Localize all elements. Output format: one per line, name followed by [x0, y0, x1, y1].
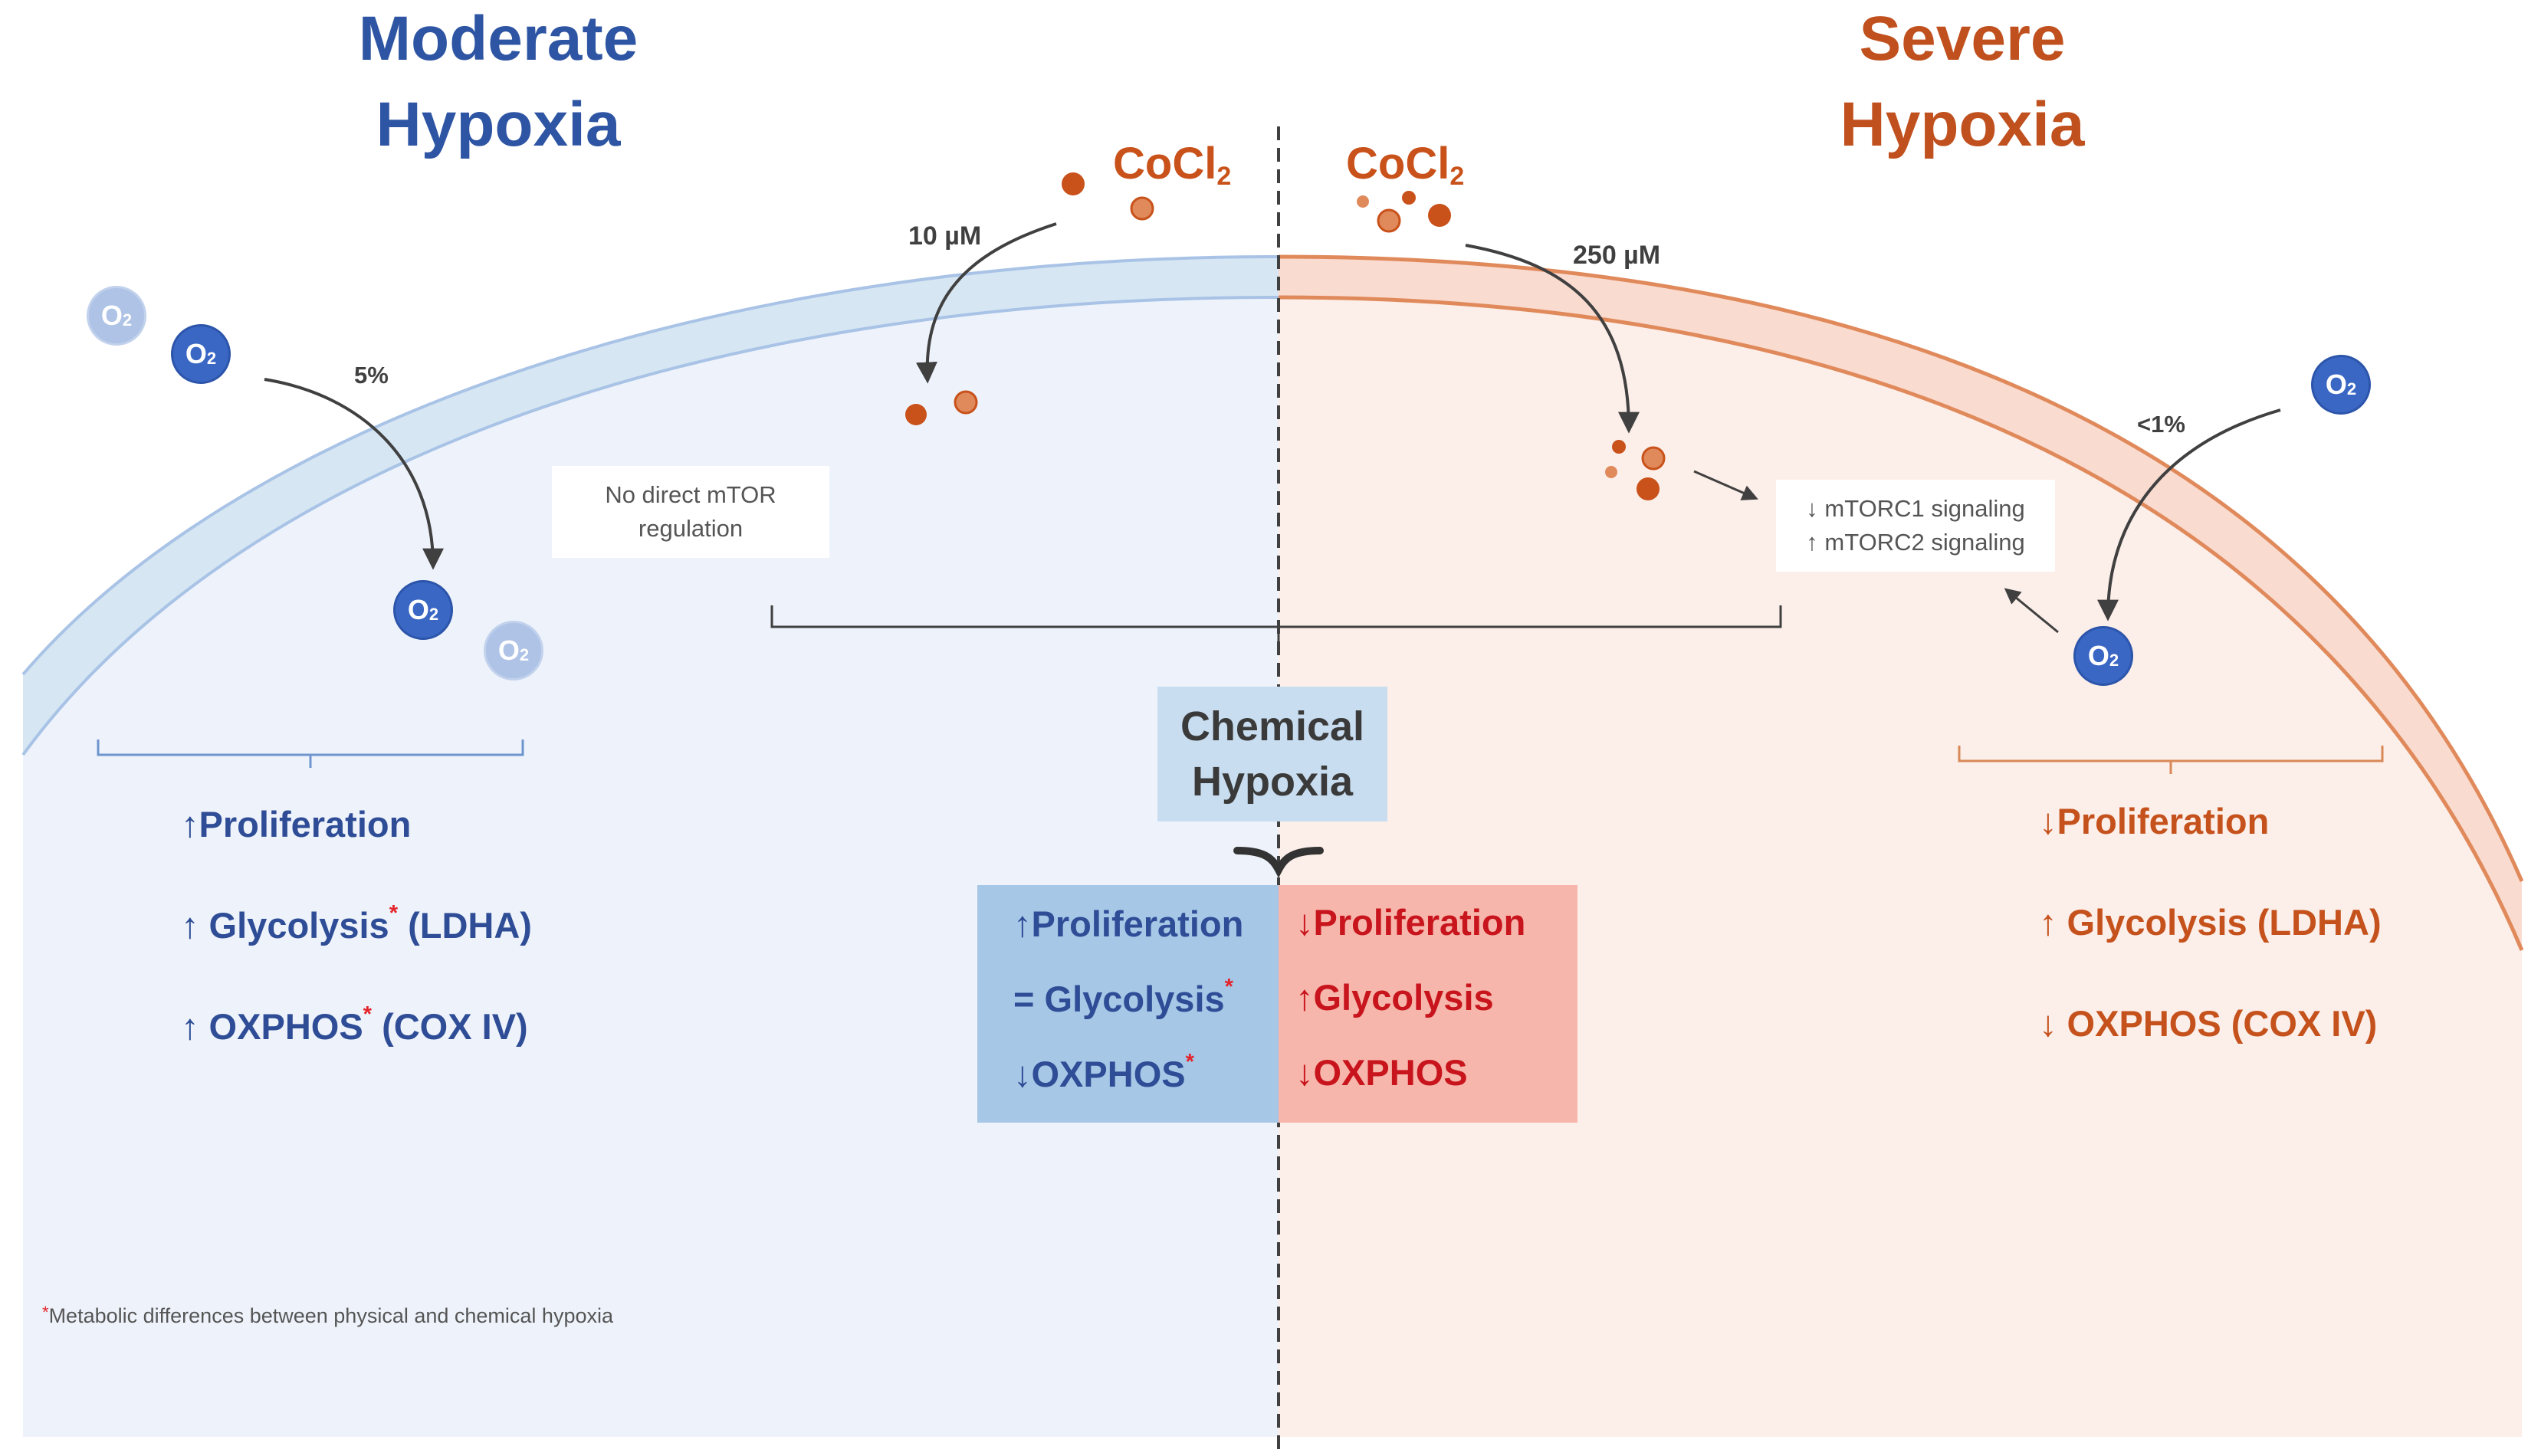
- moderate-title-line2: Hypoxia: [376, 90, 621, 159]
- chemical-hypoxia-line2: Hypoxia: [1191, 759, 1354, 805]
- severe-glycolysis: ↑ Glycolysis (LDHA): [2039, 902, 2382, 943]
- severe-o2-arrow: [2097, 408, 2281, 621]
- cobalt-to-mtorc-arrow: [1693, 470, 1758, 500]
- cocl2-low-arrow: [915, 222, 1057, 384]
- chem-severe-proliferation: ↓Proliferation: [1295, 902, 1526, 943]
- severe-title-line2: Hypoxia: [1840, 90, 2085, 159]
- chem-moderate-proliferation: ↑Proliferation: [1013, 903, 1244, 944]
- severe-title-line1: Severe: [1859, 4, 2066, 74]
- mtor-bracket: [770, 605, 1782, 644]
- severe-oxphos: ↓ OXPHOS (COX IV): [2039, 1003, 2378, 1044]
- chemical-moderate-panel: [977, 885, 1279, 1123]
- cocl2-label-right: CoCl2: [1346, 139, 1465, 191]
- no-mtor-note: No direct mTOR regulation: [552, 466, 829, 558]
- moderate-title-line1: Moderate: [358, 4, 639, 74]
- cobalt-particles-outside-left: [1062, 172, 1154, 221]
- severe-proliferation: ↓Proliferation: [2039, 801, 2270, 841]
- severe-bracket: [1958, 746, 2384, 774]
- chem-moderate-glycolysis: = Glycolysis*: [1013, 975, 1233, 1019]
- no-mtor-line2: regulation: [638, 515, 744, 542]
- mtorc1-line: ↓ mTORC1 signaling: [1806, 495, 2025, 522]
- severe-cell-region: [1279, 254, 2524, 1437]
- chemical-hypoxia-line1: Chemical: [1180, 703, 1365, 749]
- chemical-severe-panel: [1279, 885, 1577, 1123]
- moderate-bracket: [97, 739, 524, 768]
- o2-level-severe: <1%: [2137, 411, 2185, 438]
- cocl2-dose-low: 10 µM: [908, 221, 982, 251]
- cobalt-particles-inside-left: [905, 390, 978, 425]
- moderate-glycolysis: ↑ Glycolysis* (LDHA): [181, 901, 532, 946]
- cobalt-particles-outside-right: [1357, 191, 1451, 233]
- moderate-membrane: [23, 257, 1279, 755]
- moderate-hypoxia-title: Moderate Hypoxia: [322, 0, 675, 168]
- cocl2-high-arrow: [1465, 244, 1640, 434]
- mtorc-signaling-note: ↓ mTORC1 signaling ↑ mTORC2 signaling: [1776, 480, 2055, 572]
- moderate-o2-arrow: [264, 378, 444, 570]
- chem-severe-oxphos: ↓OXPHOS: [1295, 1052, 1468, 1093]
- chem-moderate-oxphos: ↓OXPHOS*: [1013, 1050, 1194, 1094]
- moderate-oxphos: ↑ OXPHOS* (COX IV): [181, 1002, 528, 1047]
- mtorc2-line: ↑ mTORC2 signaling: [1806, 529, 2025, 556]
- o2-level-moderate: 5%: [354, 362, 389, 389]
- cocl2-dose-high: 250 µM: [1573, 241, 1661, 270]
- no-mtor-line1: No direct mTOR: [605, 481, 776, 508]
- cobalt-particles-inside-right: [1605, 440, 1666, 500]
- cocl2-label-left: CoCl2: [1113, 139, 1232, 191]
- footnote: *Metabolic differences between physical …: [42, 1303, 613, 1327]
- moderate-proliferation: ↑Proliferation: [181, 804, 412, 844]
- chem-severe-glycolysis: ↑Glycolysis: [1295, 977, 1494, 1018]
- moderate-cell-region: [21, 255, 1279, 1437]
- chemical-brace: [1233, 847, 1324, 878]
- o2-to-mtorc-arrow: [2004, 588, 2059, 634]
- severe-hypoxia-title: Severe Hypoxia: [1786, 0, 2139, 168]
- chemical-hypoxia-box: Chemical Hypoxia: [1157, 687, 1387, 821]
